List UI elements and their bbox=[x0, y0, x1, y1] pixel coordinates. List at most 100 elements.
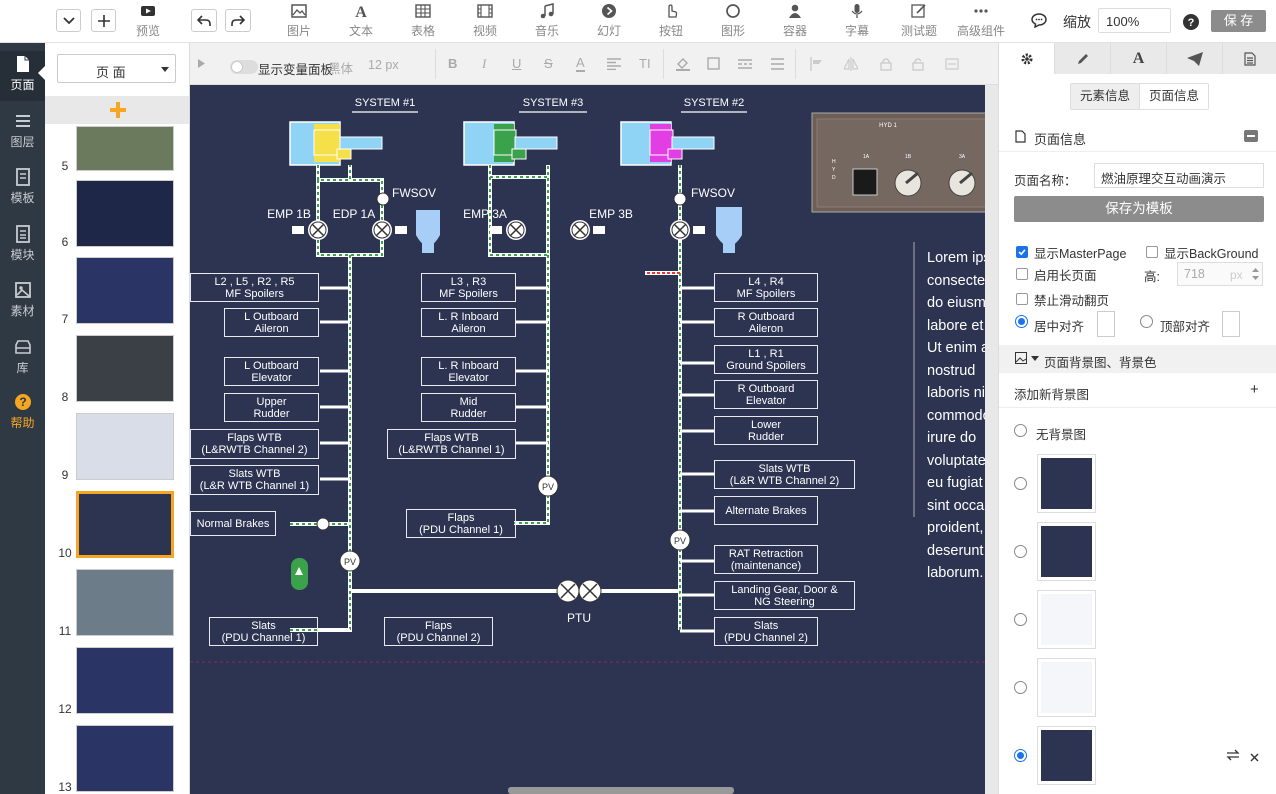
undo-button[interactable] bbox=[191, 9, 217, 32]
diagram-component-box[interactable]: Normal Brakes bbox=[190, 511, 276, 536]
insert-image-button[interactable]: 图片 bbox=[269, 3, 329, 39]
background-radio-1[interactable] bbox=[1014, 477, 1027, 490]
chat-icon[interactable] bbox=[1031, 13, 1047, 28]
fill-color-icon[interactable] bbox=[676, 57, 690, 71]
insert-music-button[interactable]: 音乐 bbox=[517, 3, 577, 39]
page-thumbnail[interactable] bbox=[76, 491, 174, 558]
line-style-icon[interactable] bbox=[738, 59, 752, 69]
tab-action[interactable] bbox=[1167, 43, 1223, 74]
nav-item-module[interactable]: 模块 bbox=[0, 221, 45, 271]
align-top-radio[interactable] bbox=[1140, 315, 1153, 328]
close-icon[interactable] bbox=[1250, 753, 1259, 762]
page-thumbnail[interactable] bbox=[76, 126, 174, 171]
save-button[interactable]: 保 存 bbox=[1211, 10, 1266, 32]
font-family-value[interactable]: 黑体 bbox=[328, 62, 354, 76]
background-radio-5[interactable] bbox=[1014, 749, 1027, 762]
page-thumbnail-row[interactable]: 8 bbox=[45, 335, 189, 406]
redo-button[interactable] bbox=[225, 9, 251, 32]
underline-icon[interactable]: U bbox=[512, 56, 522, 71]
diagram-component-box[interactable]: Slats(PDU Channel 1) bbox=[209, 617, 318, 646]
page-thumbnail-row[interactable]: 5 bbox=[45, 126, 189, 175]
bold-icon[interactable]: B bbox=[448, 56, 458, 71]
page-thumbnail[interactable] bbox=[76, 413, 174, 480]
insert-table-button[interactable]: 表格 bbox=[393, 3, 453, 39]
variable-panel-toggle[interactable] bbox=[230, 60, 258, 74]
save-as-template-button[interactable]: 保存为模板 bbox=[1014, 196, 1264, 222]
tab-edit[interactable] bbox=[1055, 43, 1111, 74]
plus-icon[interactable]: + bbox=[1250, 381, 1259, 398]
background-thumb-5[interactable] bbox=[1037, 726, 1096, 785]
insert-video-button[interactable]: 视频 bbox=[455, 3, 515, 39]
horizontal-scrollbar[interactable] bbox=[508, 787, 734, 794]
page-type-select[interactable]: 页 面 bbox=[57, 54, 176, 83]
insert-more-button[interactable]: 高级组件 bbox=[951, 3, 1011, 39]
add-background-row[interactable]: 添加新背景图 + bbox=[999, 375, 1276, 408]
background-radio-3[interactable] bbox=[1014, 613, 1027, 626]
diagram-component-box[interactable]: Slats(PDU Channel 2) bbox=[714, 617, 818, 646]
long-page-checkbox[interactable] bbox=[1016, 268, 1028, 280]
background-thumb-1[interactable] bbox=[1037, 454, 1096, 513]
background-radio-4[interactable] bbox=[1014, 681, 1027, 694]
background-thumb-2[interactable] bbox=[1037, 522, 1096, 581]
align-center-radio[interactable] bbox=[1015, 315, 1028, 328]
tab-element-info[interactable]: 元素信息 bbox=[1071, 84, 1140, 109]
diagram-component-box[interactable]: Flaps(PDU Channel 1) bbox=[406, 509, 516, 538]
page-thumbnail-row[interactable]: 13 bbox=[45, 725, 189, 794]
italic-icon[interactable]: I bbox=[482, 56, 487, 71]
tab-settings[interactable] bbox=[999, 43, 1055, 74]
insert-shape-button[interactable]: 图形 bbox=[703, 3, 763, 39]
dropdown-button[interactable] bbox=[56, 9, 81, 32]
background-section-header[interactable]: 页面背景图、背景色 bbox=[999, 345, 1276, 373]
nav-item-library[interactable]: 库 bbox=[0, 334, 45, 384]
add-page-button[interactable] bbox=[91, 9, 116, 32]
page-thumbnail[interactable] bbox=[76, 180, 174, 247]
lorem-text[interactable]: Lorem ipsconsectetudo eiusmolabore etUt … bbox=[927, 247, 985, 585]
page-thumbnail-row[interactable]: 6 bbox=[45, 180, 189, 251]
nav-item-assets[interactable]: 素材 bbox=[0, 277, 45, 327]
diagram-component-box[interactable]: Flaps WTB(L&RWTB Channel 1) bbox=[387, 429, 516, 459]
diagram-component-box[interactable]: RAT Retraction(maintenance) bbox=[714, 545, 818, 574]
insert-container-button[interactable]: 容器 bbox=[765, 3, 825, 39]
spinner-icon[interactable] bbox=[1252, 267, 1259, 281]
collapse-button[interactable] bbox=[1244, 130, 1258, 142]
background-thumb-4[interactable] bbox=[1037, 658, 1096, 717]
nav-item-help[interactable]: ?帮助 bbox=[0, 389, 45, 439]
swap-icon[interactable] bbox=[1226, 749, 1240, 761]
show-background-checkbox[interactable] bbox=[1146, 246, 1158, 258]
page-thumbnail[interactable] bbox=[76, 647, 174, 714]
nav-item-template[interactable]: 模板 bbox=[0, 164, 45, 214]
zoom-input[interactable]: 100% bbox=[1098, 8, 1171, 33]
border-icon[interactable] bbox=[707, 57, 720, 70]
distribute-icon[interactable] bbox=[945, 58, 959, 70]
page-thumbnail[interactable] bbox=[76, 257, 174, 324]
diagram-component-box[interactable]: Alternate Brakes bbox=[714, 496, 818, 525]
list-icon[interactable] bbox=[771, 58, 784, 70]
help-circle-icon[interactable]: ? bbox=[1183, 14, 1199, 30]
background-thumb-3[interactable] bbox=[1037, 590, 1096, 649]
preview-button[interactable]: 预览 bbox=[134, 3, 162, 39]
page-thumbnail[interactable] bbox=[76, 569, 174, 636]
tab-text[interactable]: A bbox=[1111, 43, 1167, 74]
diagram-component-box[interactable]: Slats WTB(L&R WTB Channel 1) bbox=[190, 465, 319, 495]
insert-slideshow-button[interactable]: 幻灯 bbox=[579, 3, 639, 39]
diagram-component-box[interactable]: Landing Gear, Door &NG Steering bbox=[714, 581, 855, 610]
align-object-icon[interactable] bbox=[810, 57, 824, 71]
diagram-component-box[interactable]: Slats WTB(L&R WTB Channel 2) bbox=[714, 460, 855, 489]
page-thumbnail[interactable] bbox=[76, 335, 174, 402]
page-thumbnail-row[interactable]: 12 bbox=[45, 647, 189, 718]
height-input[interactable]: 718 px bbox=[1177, 262, 1263, 286]
text-format-icon[interactable]: TI bbox=[639, 56, 651, 71]
expand-arrow-icon[interactable] bbox=[198, 59, 205, 68]
